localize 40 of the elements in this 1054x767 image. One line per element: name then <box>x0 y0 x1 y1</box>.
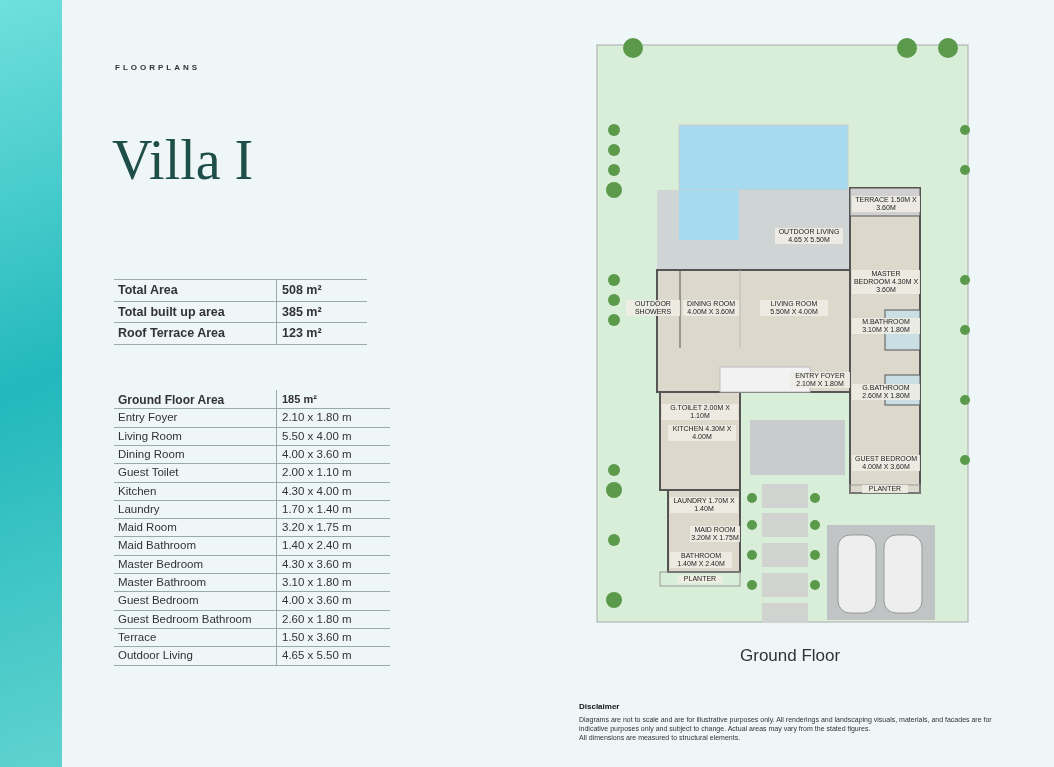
table-cell: 3.10 x 1.80 m <box>282 576 352 588</box>
table-cell: 4.65 x 5.50 m <box>282 649 352 662</box>
disclaimer-heading: Disclaimer <box>579 702 620 711</box>
table-cell: 2.10 x 1.80 m <box>282 411 352 424</box>
table-cell: 1.40 x 2.40 m <box>282 539 352 552</box>
floor-caption: Ground Floor <box>740 646 841 666</box>
table-cell: Total Area <box>118 283 178 297</box>
table-cell: Roof Terrace Area <box>118 326 225 340</box>
table-cell: Total built up area <box>118 304 225 319</box>
table-cell: Master Bathroom <box>118 576 207 588</box>
table-cell: Terrace <box>118 630 157 643</box>
table-cell: 1.50 x 3.60 m <box>282 630 352 643</box>
table-cell: 1.70 x 1.40 m <box>282 502 352 515</box>
table-cell: 4.30 x 4.00 m <box>282 484 352 497</box>
table-cell: 123 m² <box>282 326 322 340</box>
table-cell: 5.50 x 4.00 m <box>282 429 352 442</box>
table-cell: Guest Bedroom <box>118 594 199 607</box>
table-cell: 4.00 x 3.60 m <box>282 447 352 460</box>
table-cell: 2.60 x 1.80 m <box>282 612 352 625</box>
table-cell: Guest Bedroom Bathroom <box>118 612 252 625</box>
table-cell: Maid Bathroom <box>118 539 196 552</box>
table-cell: Maid Room <box>118 521 177 534</box>
table-cell: 508 m² <box>282 283 322 297</box>
table-cell: Guest Toilet <box>118 466 179 479</box>
table-cell: Living Room <box>118 429 182 442</box>
table-cell: Outdoor Living <box>118 649 193 662</box>
table-cell: Laundry <box>118 502 160 515</box>
table-cell: 4.00 x 3.60 m <box>282 594 352 607</box>
table-cell: 385 m² <box>282 304 322 319</box>
table-cell: Ground Floor Area <box>118 393 225 407</box>
table-cell: 185 m² <box>282 393 317 405</box>
table-cell: 2.00 x 1.10 m <box>282 466 352 479</box>
page-title: Villa I <box>112 128 254 192</box>
section-heading: FLOORPLANS <box>115 63 201 72</box>
table-cell: Entry Foyer <box>118 411 178 424</box>
table-cell: Kitchen <box>118 484 157 497</box>
table-cell: Master Bedroom <box>118 557 203 570</box>
table-cell: 3.20 x 1.75 m <box>282 521 352 534</box>
table-cell: Dining Room <box>118 447 185 460</box>
table-cell: 4.30 x 3.60 m <box>282 557 352 570</box>
